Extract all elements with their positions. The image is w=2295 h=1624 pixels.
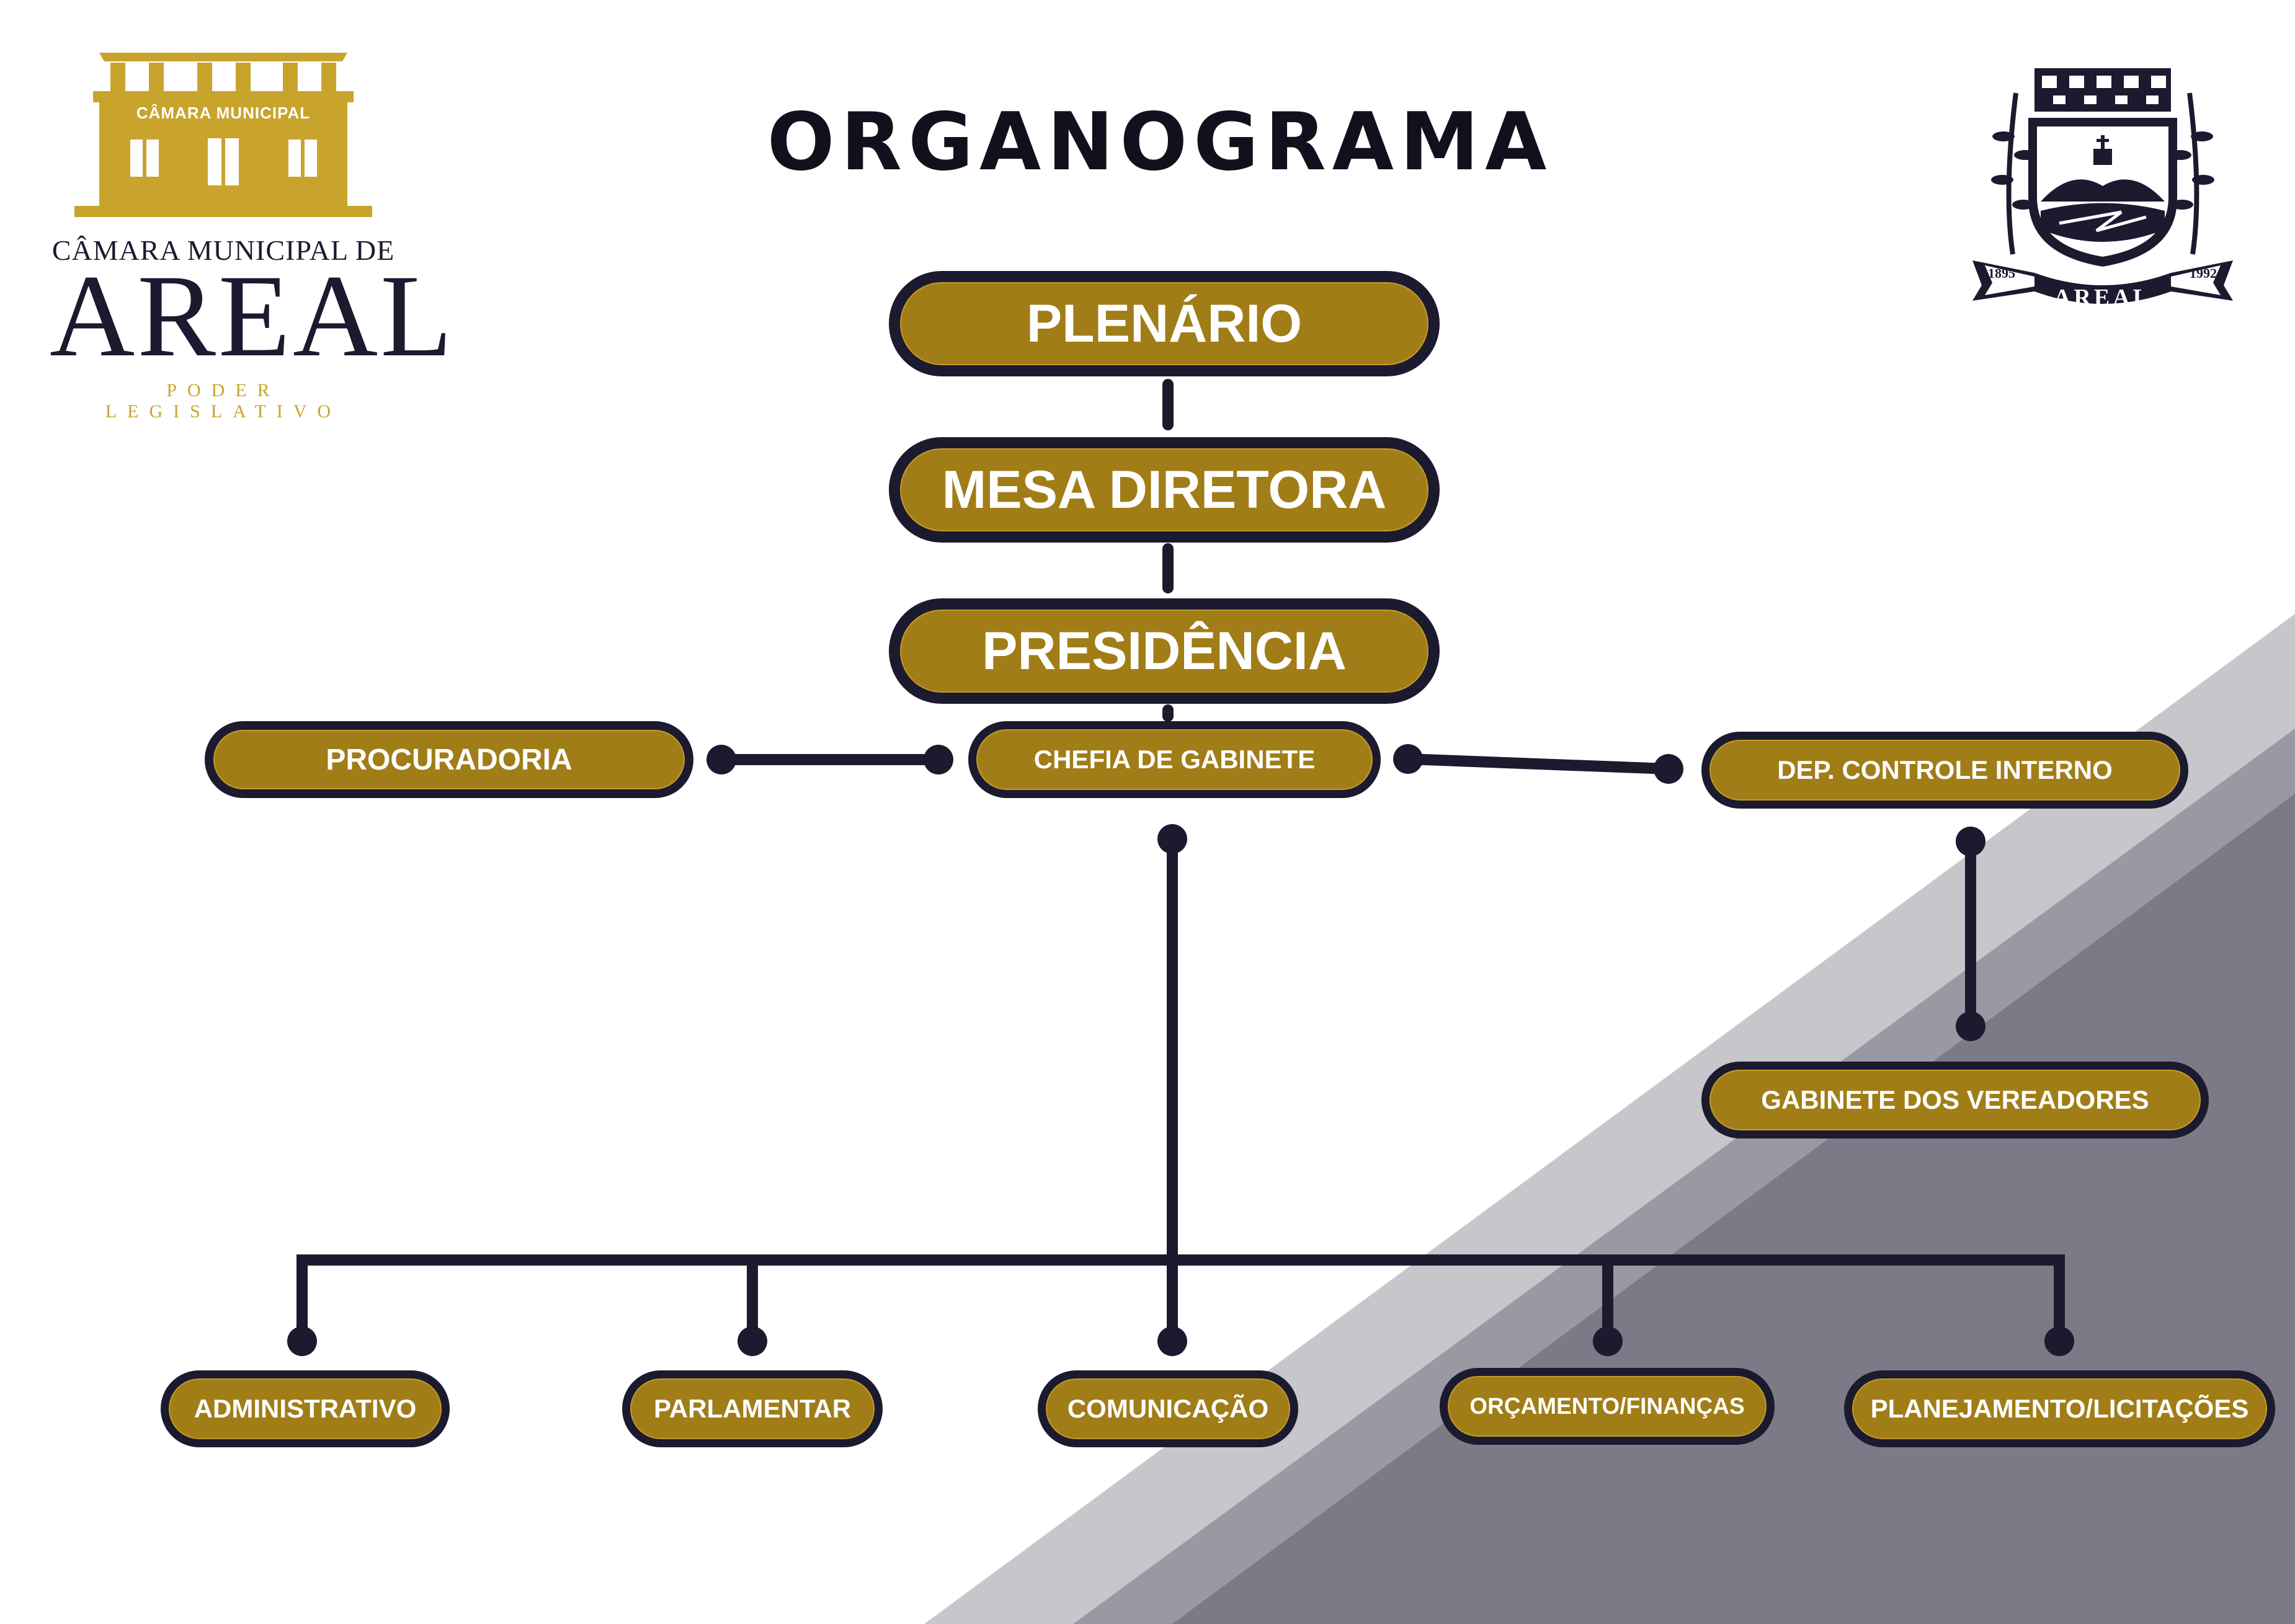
coat-of-arms-icon — [1972, 68, 2233, 304]
logo-poder-legislativo: PODER LEGISLATIVO — [105, 380, 342, 422]
node-planejamento-licitacoes: PLANEJAMENTO/LICITAÇÕES — [1844, 1370, 2275, 1447]
node-presidencia: PRESIDÊNCIA — [889, 598, 1440, 704]
crest-year-left: 1895 — [1988, 265, 2015, 281]
crest-year-right: 1992 — [2190, 265, 2217, 281]
node-gabinete-dos-vereadores: GABINETE DOS VEREADORES — [1701, 1062, 2209, 1138]
node-orcamento-financas: ORÇAMENTO/FINANÇAS — [1440, 1368, 1775, 1445]
logo-roof-label: CÂMARA MUNICIPAL — [136, 104, 311, 122]
node-parlamentar: PARLAMENTAR — [622, 1370, 883, 1447]
node-dep-controle-interno: DEP. CONTROLE INTERNO — [1701, 732, 2188, 809]
node-administrativo: ADMINISTRATIVO — [161, 1370, 450, 1447]
page-title: ORGANOGRAMA — [767, 96, 1553, 189]
node-procuradoria: PROCURADORIA — [205, 721, 693, 798]
logo-line1: CÂMARA MUNICIPAL DE — [51, 234, 395, 266]
node-chefia-de-gabinete: CHEFIA DE GABINETE — [968, 721, 1381, 798]
building-icon — [74, 53, 372, 217]
camara-municipal-logo: CÂMARA MUNICIPAL CÂMARA MUNICIPAL DE ARE… — [50, 53, 452, 422]
node-plenario: PLENÁRIO — [889, 271, 1440, 376]
logo-areal-text: AREAL — [50, 251, 455, 381]
node-comunicacao: COMUNICAÇÃO — [1038, 1370, 1298, 1447]
crest-name: AREAL — [2053, 285, 2152, 311]
areal-coat-of-arms: 1895 1992 AREAL — [1966, 68, 2239, 316]
node-mesa-diretora: MESA DIRETORA — [889, 437, 1440, 543]
